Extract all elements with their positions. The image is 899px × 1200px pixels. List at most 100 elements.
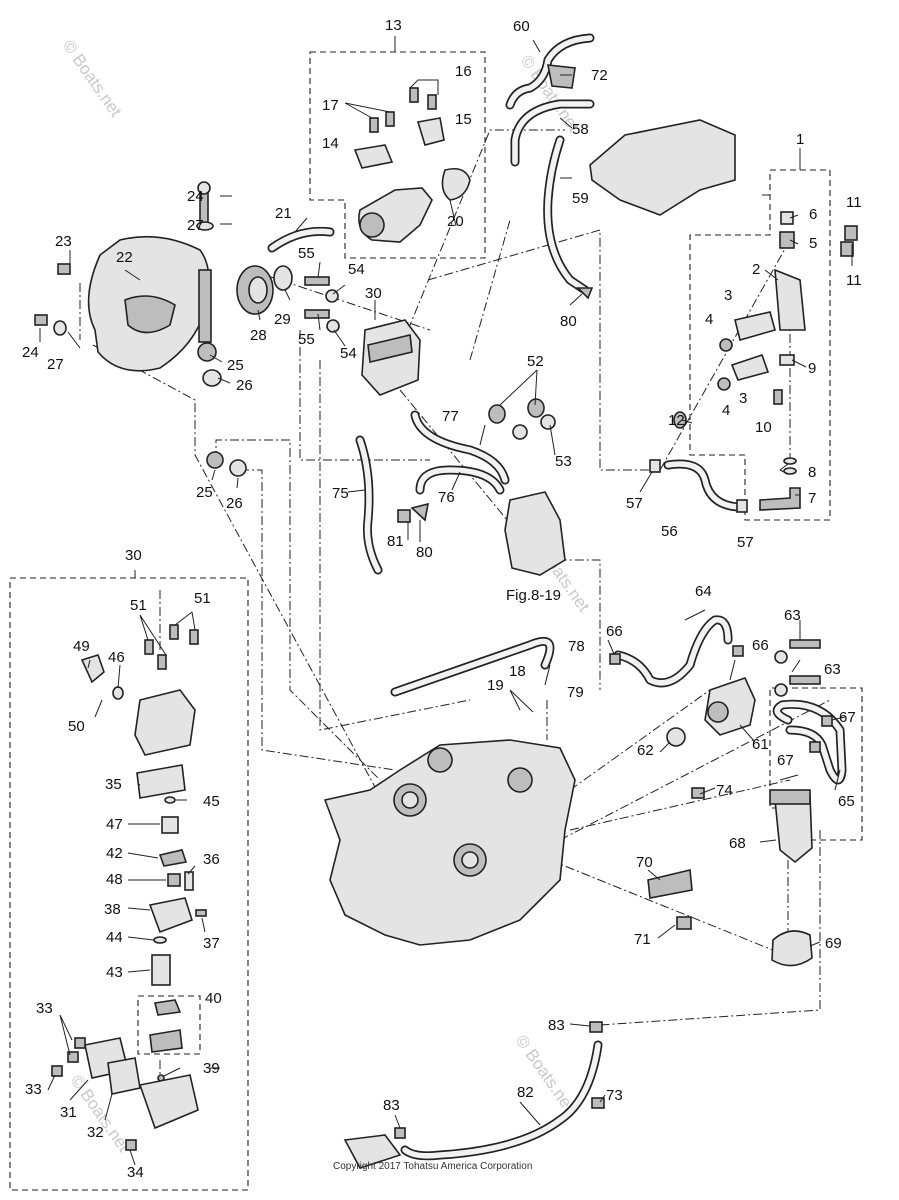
callout-7[interactable]: 7	[808, 490, 816, 507]
callout-77[interactable]: 77	[442, 408, 459, 425]
callout-55[interactable]: 55	[298, 331, 315, 348]
callout-53[interactable]: 53	[555, 453, 572, 470]
callout-20[interactable]: 20	[447, 213, 464, 230]
callout-27[interactable]: 27	[47, 356, 64, 373]
callout-9[interactable]: 9	[808, 360, 816, 377]
callout-43[interactable]: 43	[106, 964, 123, 981]
callout-22[interactable]: 22	[116, 249, 133, 266]
callout-68[interactable]: 68	[729, 835, 746, 852]
callout-33[interactable]: 33	[36, 1000, 53, 1017]
callout-3[interactable]: 3	[739, 390, 747, 407]
callout-55[interactable]: 55	[298, 245, 315, 262]
callout-82[interactable]: 82	[517, 1084, 534, 1101]
callout-65[interactable]: 65	[838, 793, 855, 810]
callout-18[interactable]: 18	[509, 663, 526, 680]
callout-72[interactable]: 72	[591, 67, 608, 84]
callout-24[interactable]: 24	[187, 188, 204, 205]
callout-51[interactable]: 51	[130, 597, 147, 614]
callout-61[interactable]: 61	[752, 736, 769, 753]
callout-79[interactable]: 79	[567, 684, 584, 701]
callout-58[interactable]: 58	[572, 121, 589, 138]
callout-54[interactable]: 54	[348, 261, 365, 278]
callout-15[interactable]: 15	[455, 111, 472, 128]
callout-50[interactable]: 50	[68, 718, 85, 735]
callout-83[interactable]: 83	[383, 1097, 400, 1114]
callout-49[interactable]: 49	[73, 638, 90, 655]
callout-81[interactable]: 81	[387, 533, 404, 550]
callout-35[interactable]: 35	[105, 776, 122, 793]
callout-1[interactable]: 1	[796, 131, 804, 148]
callout-2[interactable]: 2	[752, 261, 760, 278]
callout-11[interactable]: 11	[846, 272, 862, 289]
callout-3[interactable]: 3	[724, 287, 732, 304]
callout-80[interactable]: 80	[416, 544, 433, 561]
callout-48[interactable]: 48	[106, 871, 123, 888]
callout-67[interactable]: 67	[839, 709, 856, 726]
callout-26[interactable]: 26	[226, 495, 243, 512]
callout-75[interactable]: 75	[332, 485, 349, 502]
callout-27[interactable]: 27	[187, 217, 204, 234]
callout-14[interactable]: 14	[322, 135, 339, 152]
callout-12[interactable]: 12	[668, 412, 685, 429]
callout-67[interactable]: 67	[777, 752, 794, 769]
callout-34[interactable]: 34	[127, 1164, 144, 1181]
callout-29[interactable]: 29	[274, 311, 291, 328]
callout-36[interactable]: 36	[203, 851, 220, 868]
callout-73[interactable]: 73	[606, 1087, 623, 1104]
callout-33[interactable]: 33	[25, 1081, 42, 1098]
callout-16[interactable]: 16	[455, 63, 472, 80]
callout-66[interactable]: 66	[752, 637, 769, 654]
callout-25[interactable]: 25	[227, 357, 244, 374]
callout-39[interactable]: 39	[203, 1060, 220, 1077]
callout-70[interactable]: 70	[636, 854, 653, 871]
callout-66[interactable]: 66	[606, 623, 623, 640]
callout-19[interactable]: 19	[487, 677, 504, 694]
callout-62[interactable]: 62	[637, 742, 654, 759]
callout-54[interactable]: 54	[340, 345, 357, 362]
callout-59[interactable]: 59	[572, 190, 589, 207]
callout-76[interactable]: 76	[438, 489, 455, 506]
callout-46[interactable]: 46	[108, 649, 125, 666]
callout-47[interactable]: 47	[106, 816, 123, 833]
callout-32[interactable]: 32	[87, 1124, 104, 1141]
callout-4[interactable]: 4	[705, 311, 713, 328]
callout-83[interactable]: 83	[548, 1017, 565, 1034]
callout-30[interactable]: 30	[365, 285, 382, 302]
callout-64[interactable]: 64	[695, 583, 712, 600]
callout-51[interactable]: 51	[194, 590, 211, 607]
callout-23[interactable]: 23	[55, 233, 72, 250]
callout-42[interactable]: 42	[106, 845, 123, 862]
callout-21[interactable]: 21	[275, 205, 292, 222]
callout-57[interactable]: 57	[737, 534, 754, 551]
callout-13[interactable]: 13	[385, 17, 402, 34]
callout-80[interactable]: 80	[560, 313, 577, 330]
callout-57[interactable]: 57	[626, 495, 643, 512]
callout-4[interactable]: 4	[722, 402, 730, 419]
callout-63[interactable]: 63	[824, 661, 841, 678]
figure-reference-label[interactable]: Fig.8-19	[506, 587, 561, 604]
callout-6[interactable]: 6	[809, 206, 817, 223]
callout-17[interactable]: 17	[322, 97, 339, 114]
callout-78[interactable]: 78	[568, 638, 585, 655]
callout-56[interactable]: 56	[661, 523, 678, 540]
callout-63[interactable]: 63	[784, 607, 801, 624]
callout-26[interactable]: 26	[236, 377, 253, 394]
callout-37[interactable]: 37	[203, 935, 220, 952]
callout-74[interactable]: 74	[716, 782, 733, 799]
callout-30[interactable]: 30	[125, 547, 142, 564]
callout-40[interactable]: 40	[205, 990, 222, 1007]
callout-45[interactable]: 45	[203, 793, 220, 810]
callout-28[interactable]: 28	[250, 327, 267, 344]
callout-24[interactable]: 24	[22, 344, 39, 361]
callout-71[interactable]: 71	[634, 931, 651, 948]
callout-11[interactable]: 11	[846, 194, 862, 211]
callout-69[interactable]: 69	[825, 935, 842, 952]
callout-60[interactable]: 60	[513, 18, 530, 35]
callout-8[interactable]: 8	[808, 464, 816, 481]
callout-31[interactable]: 31	[60, 1104, 77, 1121]
callout-10[interactable]: 10	[755, 419, 772, 436]
callout-5[interactable]: 5	[809, 235, 817, 252]
callout-44[interactable]: 44	[106, 929, 123, 946]
callout-38[interactable]: 38	[104, 901, 121, 918]
callout-25[interactable]: 25	[196, 484, 213, 501]
